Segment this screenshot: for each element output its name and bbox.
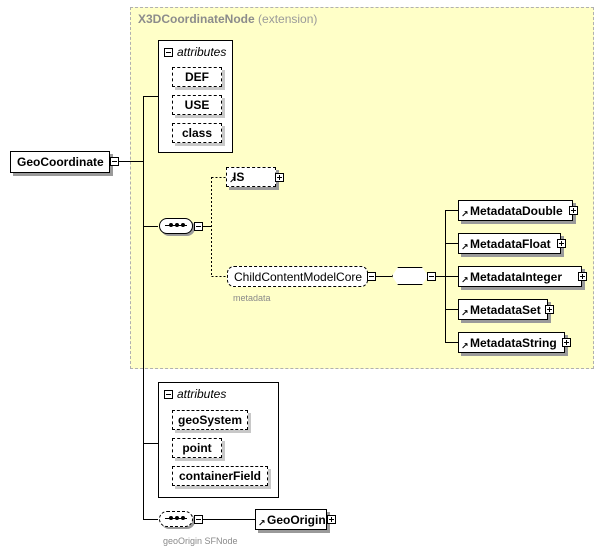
- reference-arrow-icon: ↗: [461, 242, 469, 252]
- expand-icon[interactable]: [275, 173, 284, 182]
- expand-icon[interactable]: [327, 515, 336, 524]
- collapse-icon[interactable]: [194, 515, 203, 524]
- expand-icon[interactable]: [578, 272, 587, 281]
- choice-compositor: [392, 267, 428, 285]
- expand-icon[interactable]: [545, 305, 554, 314]
- collapse-icon[interactable]: [194, 222, 203, 231]
- attribute-point[interactable]: point: [172, 438, 222, 458]
- attribute-class[interactable]: class: [172, 123, 222, 143]
- child-content-model-core[interactable]: ChildContentModelCore: [227, 266, 368, 287]
- sequence-compositor: [159, 218, 193, 234]
- attribute-geosystem[interactable]: geoSystem: [172, 410, 248, 430]
- reference-arrow-icon: ↗: [461, 308, 469, 318]
- extension-title: X3DCoordinateNode (extension): [138, 12, 318, 26]
- attributes-header: attributes: [164, 45, 226, 59]
- collapse-icon[interactable]: [164, 47, 173, 57]
- metadata-float[interactable]: ↗ MetadataFloat: [458, 233, 561, 254]
- geo-origin-element[interactable]: ↗ GeoOrigin: [255, 509, 327, 530]
- reference-arrow-icon: ↗: [461, 209, 469, 219]
- collapse-icon[interactable]: [367, 272, 376, 281]
- attribute-use[interactable]: USE: [172, 95, 222, 115]
- root-node-geocoordinate[interactable]: GeoCoordinate: [10, 151, 110, 173]
- expand-icon[interactable]: [562, 338, 571, 347]
- collapse-icon[interactable]: [110, 157, 119, 166]
- group-caption-geoorigin: geoOrigin SFNode: [163, 536, 238, 546]
- expand-icon[interactable]: [569, 206, 578, 215]
- reference-arrow-icon: ↗: [258, 518, 266, 528]
- reference-arrow-icon: ↗: [229, 175, 237, 185]
- metadata-integer[interactable]: ↗ MetadataInteger: [458, 266, 582, 287]
- is-element[interactable]: IS ↗: [226, 167, 276, 187]
- collapse-icon[interactable]: [427, 272, 436, 281]
- metadata-string[interactable]: ↗ MetadataString: [458, 332, 565, 353]
- sequence-compositor-optional: [159, 511, 193, 527]
- metadata-set[interactable]: ↗ MetadataSet: [458, 299, 548, 320]
- attribute-def[interactable]: DEF: [172, 67, 222, 87]
- metadata-double[interactable]: ↗ MetadataDouble: [458, 200, 573, 221]
- expand-icon[interactable]: [557, 239, 566, 248]
- attribute-containerfield[interactable]: containerField: [172, 466, 268, 486]
- reference-arrow-icon: ↗: [461, 341, 469, 351]
- group-caption-metadata: metadata: [233, 293, 271, 303]
- root-node-label: GeoCoordinate: [17, 155, 104, 169]
- attributes-header: attributes: [164, 387, 226, 401]
- collapse-icon[interactable]: [164, 389, 173, 399]
- reference-arrow-icon: ↗: [461, 275, 469, 285]
